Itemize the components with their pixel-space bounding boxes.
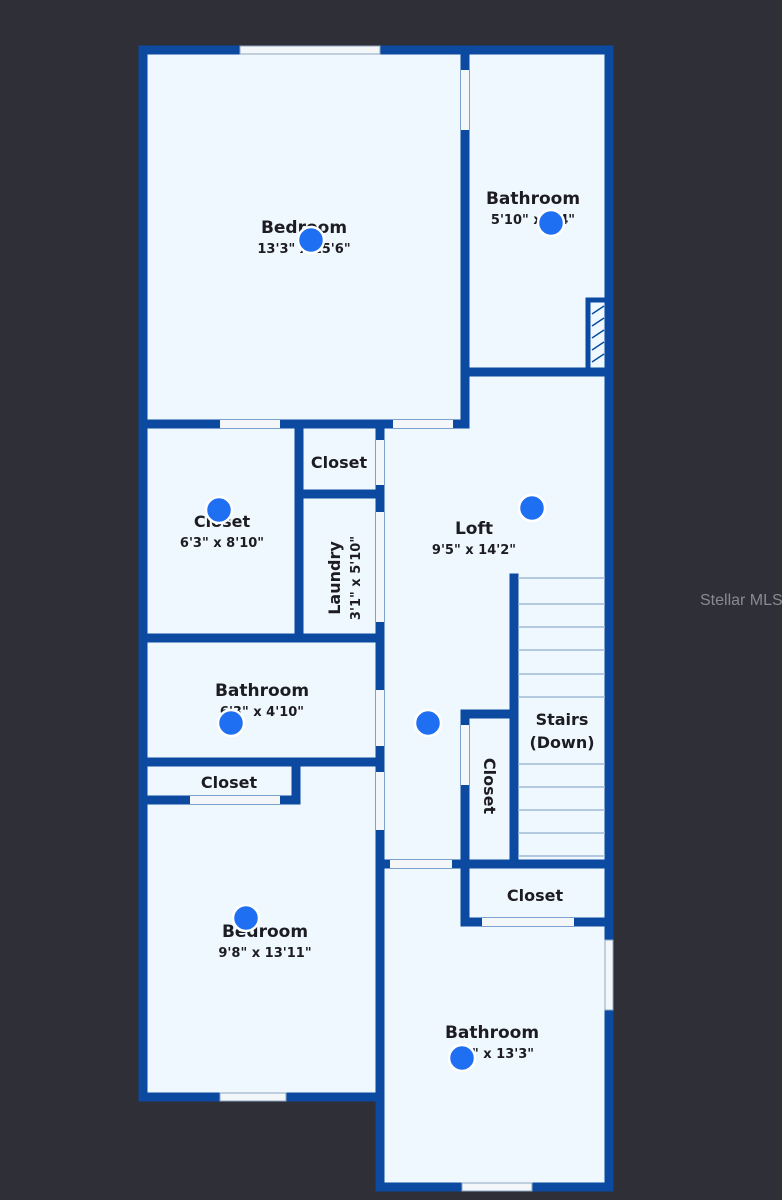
room-dimensions: 3'1" x 5'10" (349, 536, 364, 620)
room-laundry: Laundry 3'1" x 5'10" (325, 536, 364, 620)
room-loft: Loft 9'5" x 14'2" (432, 519, 516, 558)
shower-hatch (591, 305, 605, 363)
room-name: Closet (201, 773, 258, 792)
windows (219, 45, 614, 1192)
hotspots (204, 208, 566, 1073)
stair-treads (518, 577, 605, 857)
room-closet-small: Closet (311, 453, 368, 472)
room-name: Bathroom (215, 681, 309, 701)
room-dimensions: 9'8" x 13'11" (218, 946, 311, 961)
hotspot-bathroom-mid[interactable] (216, 708, 246, 738)
room-name: Closet (480, 758, 499, 815)
room-dimensions: 9'5" x 14'2" (432, 543, 516, 558)
room-name: Bathroom (445, 1023, 539, 1043)
room-bathroom-top: Bathroom 5'10" x 9'4" (486, 189, 580, 228)
room-closet-mid: Closet (201, 773, 258, 792)
hotspot-bathroom-top[interactable] (536, 208, 566, 238)
hotspot-bedroom-top[interactable] (296, 225, 326, 255)
room-name: Bathroom (486, 189, 580, 209)
hotspot-bedroom-bottom[interactable] (231, 903, 261, 933)
room-bedroom-bottom: Bedroom 9'8" x 13'11" (218, 922, 311, 961)
hotspot-bathroom-bottom[interactable] (447, 1043, 477, 1073)
room-stairs: Stairs (Down) (528, 706, 604, 756)
stairs-label: Stairs (536, 710, 589, 729)
door-openings (190, 70, 574, 926)
room-closet-vertical: Closet (480, 758, 499, 815)
room-name: Closet (507, 886, 564, 905)
room-name: Closet (311, 453, 368, 472)
stairs-direction: (Down) (529, 733, 594, 752)
hotspot-loft[interactable] (517, 493, 547, 523)
room-name: Laundry (325, 541, 344, 615)
hotspot-closet-left[interactable] (204, 495, 234, 525)
room-closet-right: Closet (507, 886, 564, 905)
room-name: Loft (455, 519, 493, 539)
room-dimensions: 6'3" x 8'10" (180, 536, 264, 551)
watermark: Stellar MLS (700, 592, 782, 609)
hotspot-hallway[interactable] (413, 708, 443, 738)
